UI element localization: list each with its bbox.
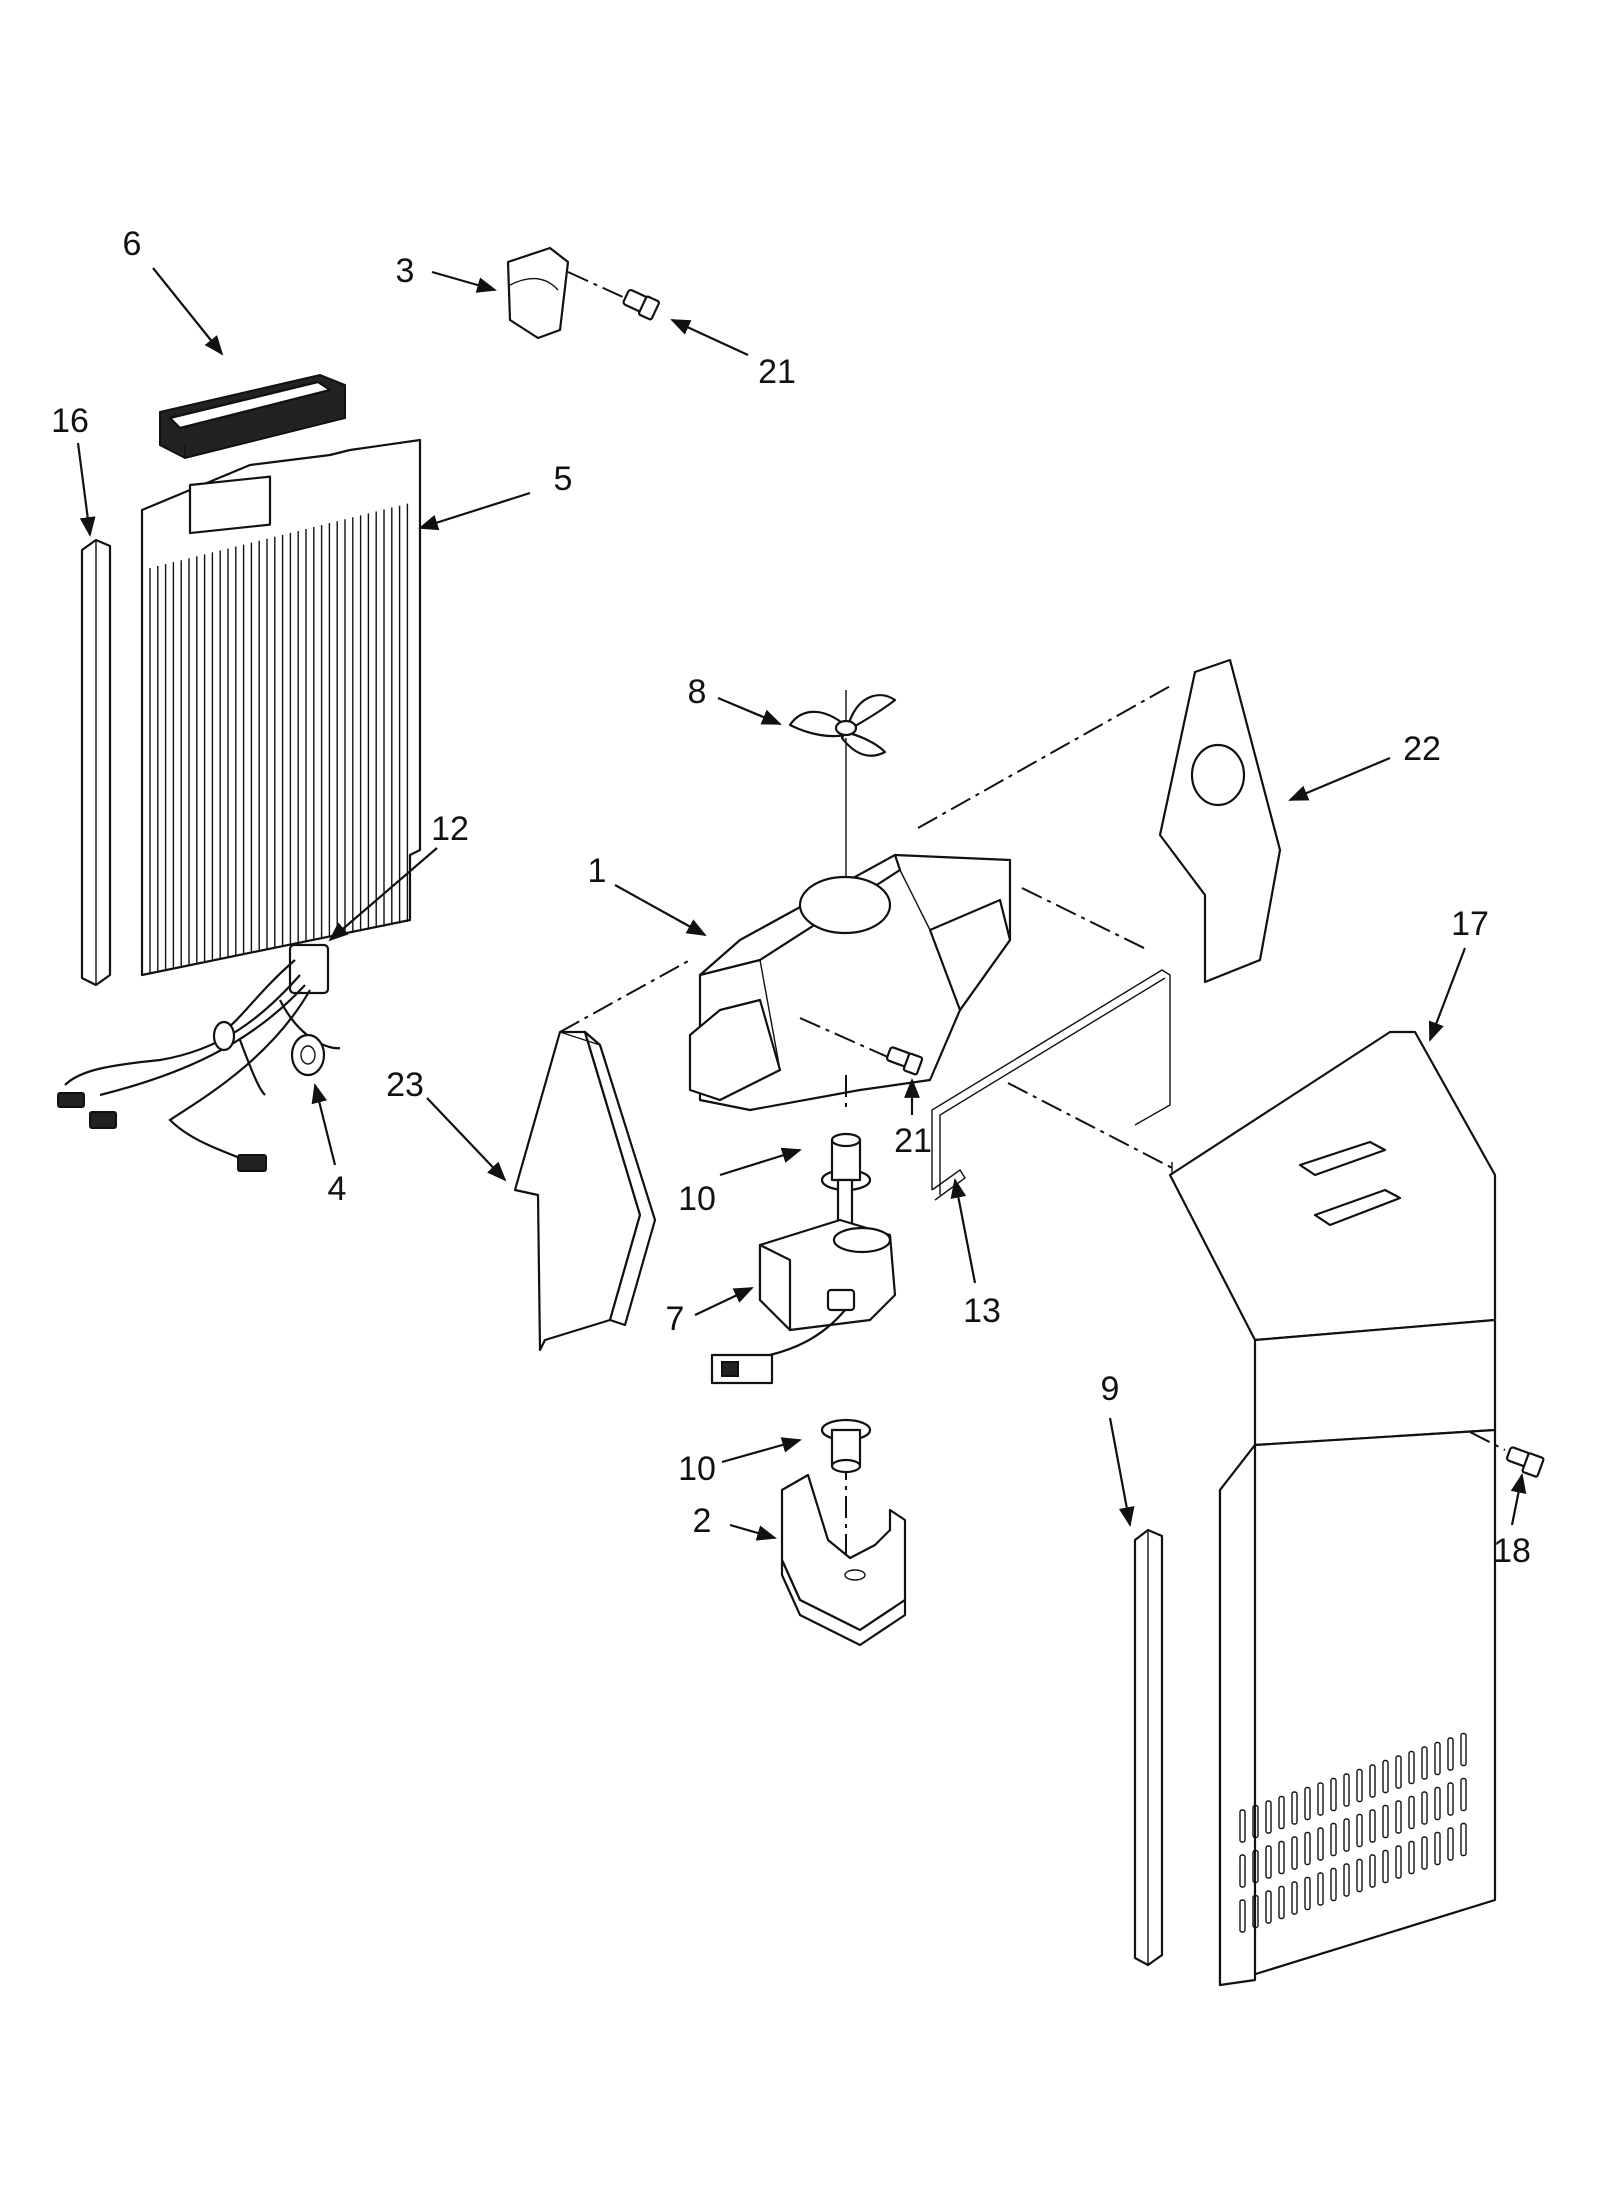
callout-21-middle: 21 bbox=[894, 1122, 932, 1160]
part-13-wire-clip bbox=[931, 969, 1171, 1201]
vent-slot bbox=[1421, 1836, 1428, 1870]
vent-slot bbox=[1265, 1845, 1272, 1879]
vent-slot bbox=[1421, 1791, 1428, 1825]
vent-slot bbox=[1356, 1858, 1363, 1893]
vent-slot bbox=[1278, 1840, 1285, 1875]
callout-10-upper: 10 bbox=[678, 1180, 716, 1218]
part-23-foam-seal bbox=[513, 1030, 657, 1352]
vent-slot bbox=[1447, 1782, 1454, 1816]
vent-slot bbox=[1369, 1809, 1376, 1843]
vent-slot bbox=[1395, 1845, 1402, 1879]
vent-slot bbox=[1369, 1854, 1376, 1888]
part-10-bushing-upper bbox=[820, 1132, 872, 1192]
part-1-fan-housing bbox=[688, 853, 1012, 1112]
vent-slot bbox=[1239, 1899, 1246, 1933]
callout-7: 7 bbox=[666, 1300, 685, 1338]
vent-slot bbox=[1395, 1800, 1402, 1834]
vent-slot bbox=[1252, 1849, 1259, 1884]
vent-slot bbox=[1447, 1827, 1454, 1861]
vent-slot bbox=[1343, 1818, 1350, 1852]
vent-slot bbox=[1265, 1890, 1272, 1924]
callout-22: 22 bbox=[1403, 730, 1441, 768]
callout-2: 2 bbox=[693, 1502, 712, 1540]
vent-slot bbox=[1330, 1822, 1337, 1857]
callout-3: 3 bbox=[396, 252, 415, 290]
part-8-fan-blade bbox=[788, 690, 897, 757]
vent-slot bbox=[1304, 1786, 1311, 1821]
callout-6: 6 bbox=[123, 225, 142, 263]
vent-slot bbox=[1317, 1872, 1324, 1906]
vent-slot bbox=[1408, 1840, 1415, 1875]
vent-slot bbox=[1382, 1759, 1389, 1794]
callout-16: 16 bbox=[51, 402, 89, 440]
vent-slot bbox=[1278, 1795, 1285, 1830]
vent-slot bbox=[1291, 1836, 1298, 1870]
vent-slot bbox=[1408, 1795, 1415, 1830]
vent-slot bbox=[1304, 1831, 1311, 1866]
callout-10-lower: 10 bbox=[678, 1450, 716, 1488]
callout-5: 5 bbox=[554, 460, 573, 498]
vent-slot bbox=[1460, 1777, 1467, 1812]
callout-labels: 6 3 21 16 5 8 22 12 1 17 23 4 21 10 13 7… bbox=[51, 225, 1531, 1570]
vent-slot bbox=[1408, 1750, 1415, 1785]
callout-9: 9 bbox=[1101, 1370, 1120, 1408]
vent-slot bbox=[1460, 1732, 1467, 1767]
part-9-strip bbox=[1133, 1528, 1164, 1967]
vent-slot bbox=[1434, 1741, 1441, 1776]
vent-slot bbox=[1447, 1737, 1454, 1771]
callout-13: 13 bbox=[963, 1292, 1001, 1330]
vent-slot bbox=[1330, 1867, 1337, 1902]
vent-slot bbox=[1343, 1773, 1350, 1807]
vent-slot bbox=[1265, 1800, 1272, 1834]
part-18-screw bbox=[1506, 1446, 1545, 1478]
callout-12: 12 bbox=[431, 810, 469, 848]
vent-slot bbox=[1343, 1863, 1350, 1897]
vent-slot bbox=[1460, 1822, 1467, 1857]
callout-23: 23 bbox=[386, 1066, 424, 1104]
part-6-top-trim bbox=[159, 373, 346, 460]
vent-slot bbox=[1291, 1881, 1298, 1915]
vent-slot bbox=[1304, 1876, 1311, 1911]
part-7-fan-motor bbox=[710, 1178, 897, 1385]
vent-slot bbox=[1356, 1813, 1363, 1848]
callout-4: 4 bbox=[328, 1170, 347, 1208]
callout-21-top: 21 bbox=[758, 353, 796, 391]
part-17-rear-cover bbox=[1168, 1030, 1497, 1987]
part-5-ribbed-panel bbox=[140, 438, 422, 977]
part-2-motor-bracket bbox=[780, 1473, 907, 1647]
vent-slot bbox=[1356, 1768, 1363, 1803]
vent-slot bbox=[1239, 1809, 1246, 1843]
vent-slot bbox=[1382, 1804, 1389, 1839]
vent-slot bbox=[1434, 1831, 1441, 1866]
callout-18: 18 bbox=[1493, 1532, 1531, 1570]
part-21-screw-top bbox=[622, 288, 661, 321]
callout-17: 17 bbox=[1451, 905, 1489, 943]
vent-slot bbox=[1239, 1854, 1246, 1888]
vent-slot bbox=[1317, 1827, 1324, 1861]
vent-slot bbox=[1421, 1746, 1428, 1780]
vent-slot bbox=[1382, 1849, 1389, 1884]
part-4-grommet bbox=[290, 1033, 326, 1077]
callout-8: 8 bbox=[688, 673, 707, 711]
vent-slot bbox=[1252, 1804, 1259, 1839]
part-10-bushing-lower bbox=[820, 1418, 872, 1474]
part-3-cap bbox=[506, 246, 570, 340]
vent-slot bbox=[1330, 1777, 1337, 1812]
part-21-screw-middle bbox=[886, 1046, 924, 1076]
leader-lines bbox=[76, 267, 1527, 1541]
vent-slot bbox=[1395, 1755, 1402, 1789]
vent-slot bbox=[1252, 1894, 1259, 1929]
part-22-duct-seal bbox=[1158, 658, 1282, 984]
vent-slot bbox=[1434, 1786, 1441, 1821]
vent-slot bbox=[1278, 1885, 1285, 1920]
vent-slot bbox=[1369, 1764, 1376, 1798]
part-16-gasket-strip bbox=[80, 538, 112, 987]
vent-slot bbox=[1291, 1791, 1298, 1825]
vent-slot bbox=[1317, 1782, 1324, 1816]
callout-1: 1 bbox=[588, 852, 607, 890]
